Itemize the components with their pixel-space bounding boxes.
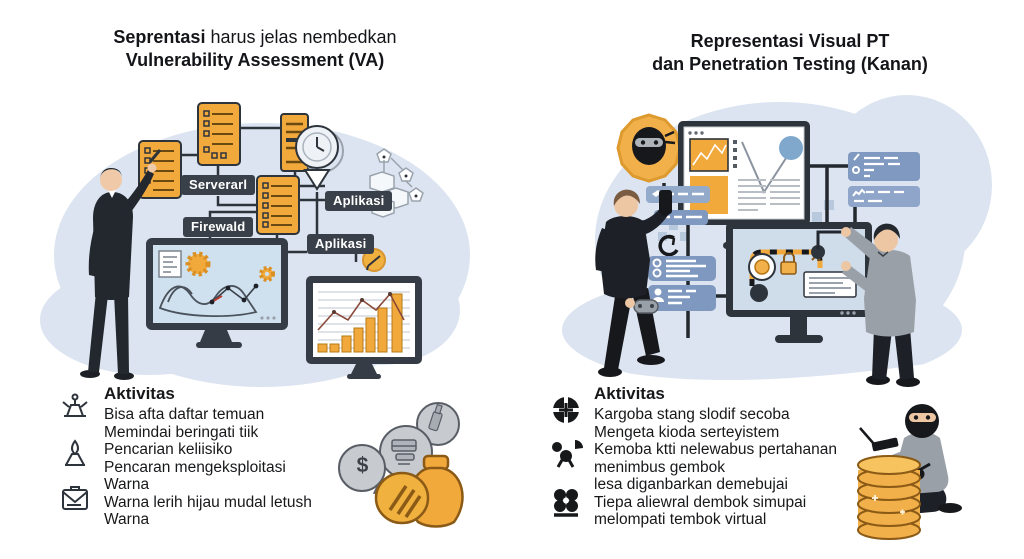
left-activities: Aktivitas Bisa afta daftar temuan Memind… xyxy=(56,384,386,529)
activity-item: Pencarian keliisiko xyxy=(104,441,233,458)
hacker-info-cards xyxy=(646,186,716,311)
dashboard-monitor xyxy=(678,121,810,249)
hacker-figure xyxy=(595,189,672,377)
ninja-badge-icon xyxy=(616,113,682,183)
right-activities-heading: Aktivitas xyxy=(594,384,665,403)
starburst-icon xyxy=(185,251,211,277)
person-icon xyxy=(65,439,85,466)
coin-stack xyxy=(857,455,921,540)
right-title: Representasi Visual PT dan Penetration T… xyxy=(570,30,1010,76)
break-dots-icon xyxy=(552,440,583,468)
activity-item: Pencaran mengeksploitasi xyxy=(104,458,286,476)
presenter-figure xyxy=(80,149,162,380)
server-label: Serverarl xyxy=(181,175,256,195)
right-activities: Aktivitas Kargoba stang slodif secoba Me… xyxy=(546,384,896,529)
attack-path-monitor xyxy=(726,222,872,343)
right-title-line2: dan Penetration Testing (Kanan) xyxy=(652,54,928,75)
left-activity-icons xyxy=(56,384,96,529)
activity-item: Tiepa aliewral dembok simupai xyxy=(594,493,807,511)
refresh-arrow-icon xyxy=(658,234,679,257)
left-title-line1: Seprentasi harus jelas nembedkan xyxy=(113,27,397,47)
firewall-label: Firewald xyxy=(183,217,254,237)
application-label-2: Aplikasi xyxy=(307,234,375,254)
money-bag xyxy=(374,454,464,528)
pencil-badge-icon xyxy=(362,248,386,272)
funnel-icon xyxy=(303,169,331,191)
result-cards xyxy=(848,152,920,207)
bar-series xyxy=(317,293,403,353)
right-title-line1: Representasi Visual PT xyxy=(690,31,890,51)
activity-item: Memindai beringati tiik xyxy=(104,423,259,441)
application-label-1: Aplikasi xyxy=(325,191,393,211)
analyst-figure xyxy=(841,223,920,387)
left-activity-text: Aktivitas Bisa afta daftar temuan Memind… xyxy=(104,384,312,529)
right-activity-icons xyxy=(546,384,586,529)
activity-item: Warna xyxy=(104,511,150,528)
lock-icon xyxy=(780,252,797,275)
ninja-figure xyxy=(857,404,962,540)
activity-item: melompati tembok virtual xyxy=(594,511,767,528)
coin xyxy=(374,471,430,525)
envelope-icon xyxy=(62,486,88,510)
right-illustration xyxy=(562,95,992,540)
left-title-line2: Vulnerability Assessment (VA) xyxy=(125,50,385,71)
bar-chart-monitor xyxy=(306,276,422,379)
activity-item: Warna lerih hijau mudal letush xyxy=(104,493,312,511)
activity-item: lesa diganbarkan demebujai xyxy=(594,476,788,493)
activity-item: menimbus gembok xyxy=(594,458,725,476)
left-title: Seprentasi harus jelas nembedkan Vulnera… xyxy=(30,26,480,72)
left-illustration xyxy=(40,102,470,528)
activity-item: Kargoba stang slodif secoba xyxy=(594,406,790,423)
activity-item: Kemoba ktti nelewabus pertahanan xyxy=(594,441,837,458)
flower-fan-icon xyxy=(554,489,578,517)
clock-icon xyxy=(295,125,344,173)
activity-item: Bisa afta daftar temuan xyxy=(104,406,265,423)
left-activities-heading: Aktivitas xyxy=(104,384,175,403)
activity-item: Warna xyxy=(104,476,150,493)
dot-line-chart xyxy=(209,283,259,305)
trend-line xyxy=(317,292,405,331)
alert-lamp-icon xyxy=(62,393,88,417)
activity-item: Mengeta kioda serteyistem xyxy=(594,423,780,441)
info-card xyxy=(803,271,857,298)
right-activity-text: Aktivitas Kargoba stang slodif secoba Me… xyxy=(594,384,837,529)
dollar-symbol: $ xyxy=(356,454,369,477)
line-chart-monitor xyxy=(146,238,288,348)
target-gear-icon xyxy=(553,397,579,423)
